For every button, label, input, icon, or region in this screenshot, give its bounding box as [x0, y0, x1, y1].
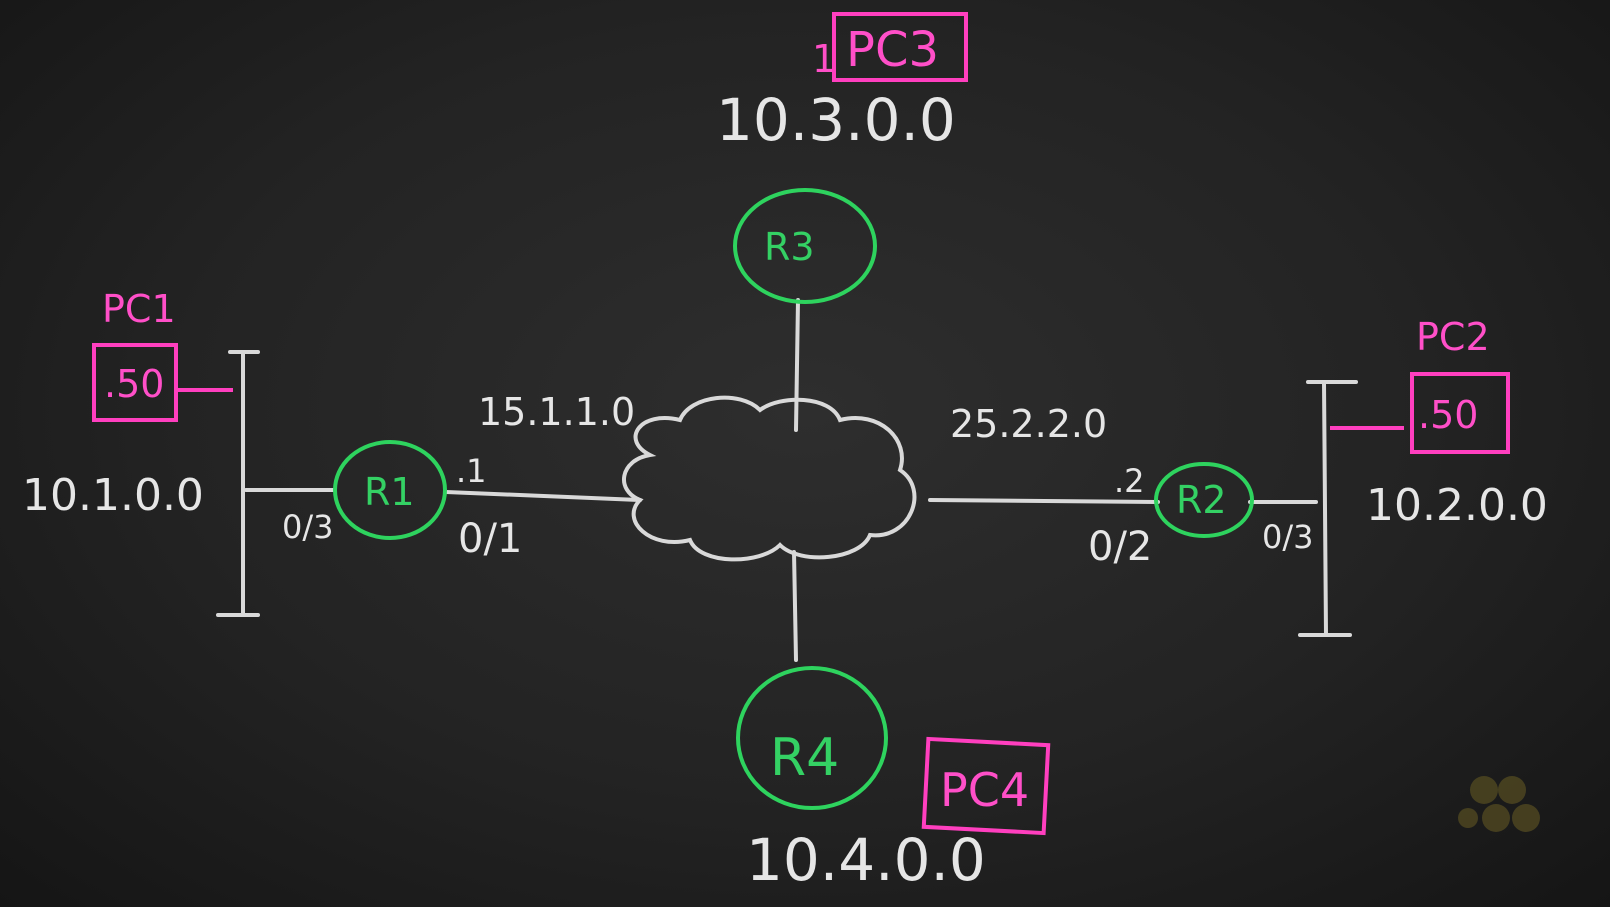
lan-segment-left [216, 350, 260, 617]
r4-cloud-link [792, 550, 798, 662]
wan-cloud [622, 395, 917, 562]
pc2-host: .50 [1418, 393, 1478, 437]
pc1-name: PC1 [102, 287, 176, 331]
r1-lan-interface: 0/3 [282, 508, 334, 546]
r2-wan-interface: 0/2 [1088, 524, 1152, 570]
r1-wan-interface: 0/1 [458, 516, 522, 562]
r3-cloud-link [794, 298, 800, 432]
network-10-1-0-0: 10.1.0.0 [22, 470, 204, 521]
pc4: PC4 [921, 736, 1051, 836]
network-10-2-0-0: 10.2.0.0 [1366, 480, 1548, 531]
router-r3: R3 [733, 188, 877, 304]
router-r1: R1 [333, 440, 447, 540]
watermark-logo [1458, 776, 1540, 832]
pc3: 1 PC3 [812, 12, 968, 82]
r2-ip-suffix: .2 [1114, 462, 1145, 500]
network-10-4-0-0: 10.4.0.0 [746, 826, 986, 894]
pc3-name: PC3 [846, 22, 939, 78]
pc2: PC2 .50 [1410, 315, 1510, 454]
r2-cloud-link [928, 498, 1160, 504]
router-r3-label: R3 [764, 225, 815, 269]
router-r2-label: R2 [1176, 478, 1227, 522]
pc1-host: .50 [104, 362, 164, 406]
router-r1-label: R1 [364, 470, 415, 514]
pc1: PC1 .50 [92, 287, 178, 422]
router-r4-label: R4 [770, 728, 839, 788]
r1-ip-suffix: .1 [456, 452, 487, 490]
pc2-name: PC2 [1416, 315, 1490, 359]
link-15-1-1-0: 15.1.1.0 [478, 390, 635, 434]
router-r4: R4 [736, 666, 888, 810]
r2-lan-interface: 0/3 [1262, 518, 1314, 556]
r1-cloud-link [444, 490, 642, 502]
router-r2: R2 [1154, 462, 1254, 538]
pc4-name: PC4 [940, 763, 1029, 817]
lan-segment-right [1298, 380, 1358, 637]
network-10-3-0-0: 10.3.0.0 [716, 86, 956, 154]
link-25-2-2-0: 25.2.2.0 [950, 402, 1107, 446]
